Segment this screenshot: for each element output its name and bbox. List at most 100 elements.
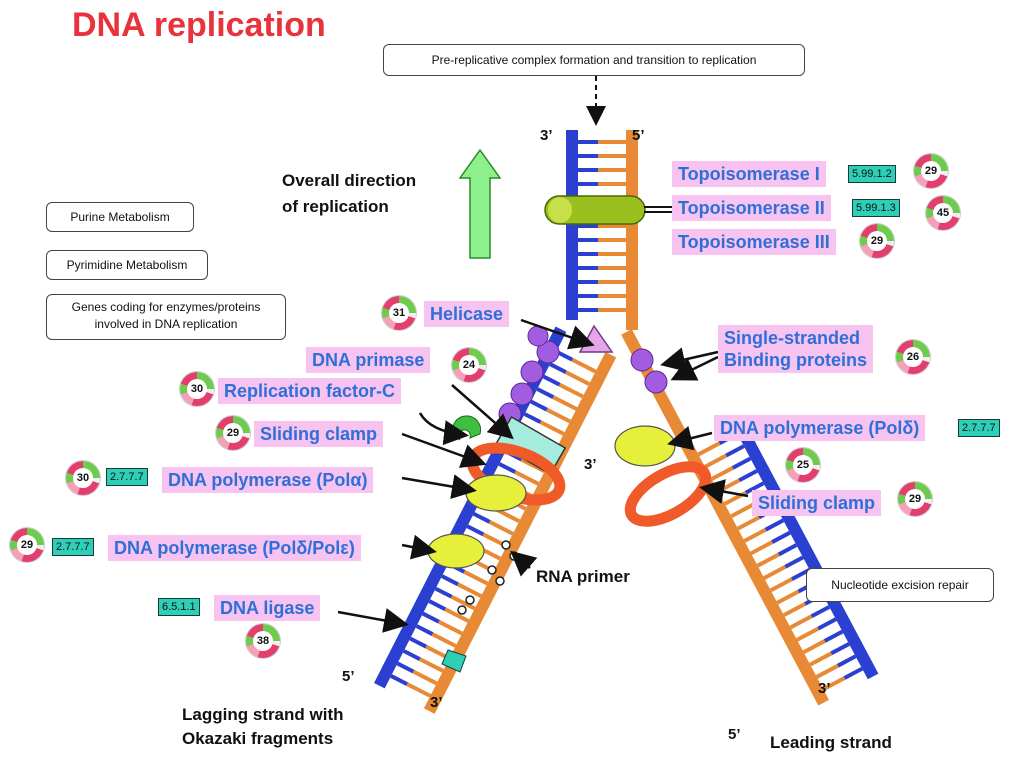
base-pair-rung [402,649,421,661]
base-pair-rung [441,574,459,587]
helicase-shape [578,324,614,353]
base-pair-rung [836,654,857,668]
lagging-strand-dna [374,326,617,714]
lagging-3-prime: 3’ [430,694,443,711]
overall-direction-line2: of replication [282,197,389,216]
base-pair-rung [523,412,542,424]
pol-delta-epsilon-shape [427,533,485,569]
base-pair-rung [598,168,626,172]
base-pair-rung [558,382,584,399]
pol-alpha-ec[interactable]: 2.7.7.7 [106,468,148,486]
dna-primase-label[interactable]: DNA primase [306,347,431,373]
base-pair-rung [578,238,598,242]
base-pair-rung [598,308,626,312]
base-pair-rung [810,605,831,618]
base-pair-rung [542,374,561,387]
base-pair-rung [598,252,626,256]
genes-legend-box[interactable]: Genes coding for enzymes/proteins involv… [46,294,286,340]
base-pair-rung [790,567,811,581]
base-pair-rung [418,657,444,673]
topoisomerase-1-pie: 29 [914,154,948,188]
base-pair-rung [782,602,807,617]
base-pair-rung [815,663,839,679]
topoisomerase-2-pie: 45 [926,196,960,230]
sliding-clamp-right-label[interactable]: Sliding clamp [752,490,882,516]
overall-direction-line1: Overall direction [282,171,417,190]
base-pair-rung [530,399,548,412]
base-pair-rung [802,639,826,654]
helicase-count: 31 [389,303,409,323]
pol-delta-ec[interactable]: 2.7.7.7 [958,419,1000,437]
base-pair-rung [437,619,463,636]
pol-delta-shape [614,425,676,467]
topoisomerase-2-label[interactable]: Topoisomerase II [672,195,831,221]
pre-replicative-box: Pre-replicative complex formation and tr… [383,44,805,76]
leading-3-prime: 3’ [818,680,831,697]
base-pair-rung [488,520,514,536]
pol-delta-label[interactable]: DNA polymerase (Polδ) [714,415,926,441]
base-pair-rung [578,280,598,284]
base-pair-rung [578,140,598,144]
base-pair-rung [784,555,804,569]
leading-strand-dna [621,329,879,706]
base-pair-rung [434,586,453,599]
dna-primase-count: 24 [459,355,479,375]
ssb-label[interactable]: Single-stranded Binding proteins [718,325,873,373]
base-pair-rung [450,594,476,611]
pol-delta-epsilon-ec[interactable]: 2.7.7.7 [52,538,94,556]
dna-ligase-count: 38 [253,631,273,651]
replication-factor-c-count: 30 [187,379,207,399]
pol-alpha-shape [465,474,527,512]
purine-metabolism-box[interactable]: Purine Metabolism [46,202,194,232]
base-pair-rung [555,349,574,362]
pyrimidine-metabolism-box[interactable]: Pyrimidine Metabolism [46,250,208,280]
base-pair-rung [743,527,767,543]
base-pair-rung [578,252,598,256]
base-pair-rung [730,503,754,519]
pol-delta-epsilon-label[interactable]: DNA polymerase (Polδ/Polε) [108,535,361,561]
replication-factor-c-pie: 30 [180,372,214,406]
base-pair-rung [565,370,591,386]
base-pair-rung [431,632,457,648]
topoisomerase-2-ec[interactable]: 5.99.1.3 [852,199,900,217]
base-pair-rung [520,457,546,474]
helicase-label[interactable]: Helicase [424,301,510,327]
ner-box[interactable]: Nucleotide excision repair [806,568,994,602]
parental-dna [566,130,638,330]
pol-alpha-label[interactable]: DNA polymerase (Polα) [162,467,374,493]
topoisomerase-3-label[interactable]: Topoisomerase III [672,229,836,255]
top-5-prime: 5’ [632,127,645,144]
pol-delta-epsilon-pie: 29 [10,528,44,562]
base-pair-rung [777,543,798,557]
page-title: DNA replication [72,6,326,44]
ligase-shape [441,649,467,673]
pointer-arrows [337,318,749,633]
dna-ligase-label[interactable]: DNA ligase [214,595,321,621]
pol-delta-epsilon-count: 29 [17,535,37,555]
base-pair-rung [406,682,432,698]
base-pair-rung [764,518,785,532]
topoisomerase-1-ec[interactable]: 5.99.1.2 [848,165,896,183]
replication-factor-c-label[interactable]: Replication factor-C [218,378,402,404]
sliding-clamp-left-label[interactable]: Sliding clamp [254,421,384,447]
base-pair-rung [578,308,598,312]
base-pair-rung [598,154,626,158]
ssb-count: 26 [903,347,923,367]
base-pair-rung [571,357,597,374]
topoisomerase-1-count: 29 [921,161,941,181]
base-pair-rung [549,362,567,375]
base-pair-rung [776,589,800,605]
topoisomerase-shape [544,195,646,225]
base-pair-rung [578,154,598,158]
base-pair-rung [536,387,555,399]
base-pair-rung [409,636,428,649]
base-pair-rung [514,470,540,486]
base-pair-rung [412,669,438,686]
ssb-label-line1: Single-stranded [724,328,861,348]
base-pair-rung [598,182,626,186]
base-pair-rung [472,511,491,524]
sliding-clamp-left-pie: 29 [216,416,250,450]
topoisomerase-1-label[interactable]: Topoisomerase I [672,161,826,187]
lagging-strand-line1: Lagging strand with [182,705,344,724]
dna-ligase-ec[interactable]: 6.5.1.1 [158,598,200,616]
